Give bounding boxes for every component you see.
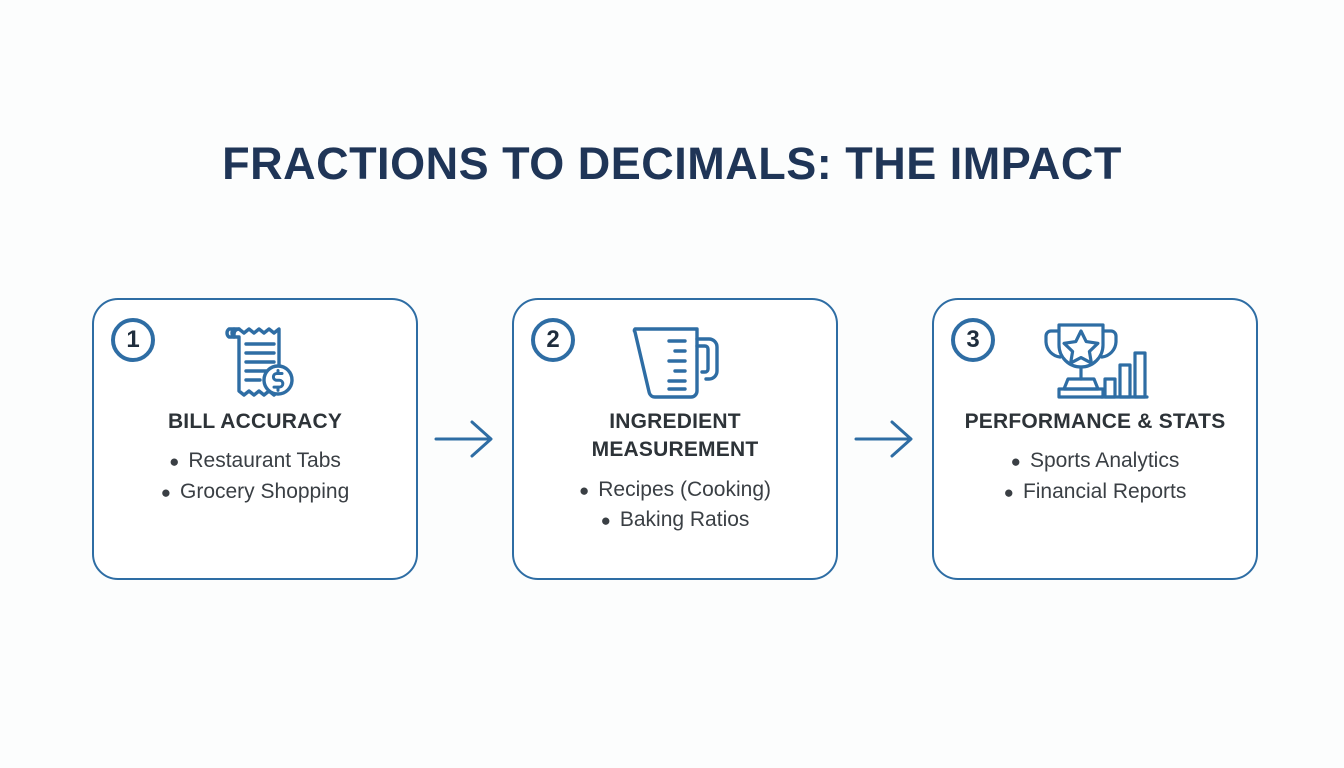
list-item: ● Sports Analytics bbox=[1011, 446, 1180, 476]
list-item-label: Restaurant Tabs bbox=[188, 449, 341, 473]
process-flow: 1 BILL ACCURACY bbox=[92, 298, 1258, 580]
step-bullets-1: ● Restaurant Tabs ● Grocery Shopping bbox=[94, 446, 416, 507]
list-item: ● Recipes (Cooking) bbox=[579, 475, 771, 505]
list-item-label: Baking Ratios bbox=[619, 508, 750, 532]
step-card-1[interactable]: 1 BILL ACCURACY bbox=[92, 298, 418, 580]
step-number-badge-2: 2 bbox=[531, 318, 575, 362]
measuring-cup-icon bbox=[632, 327, 719, 399]
step-bullets-2: ● Recipes (Cooking) ● Baking Ratios bbox=[514, 475, 836, 536]
bullet-dot-icon: ● bbox=[160, 482, 171, 502]
list-item: ● Grocery Shopping bbox=[161, 477, 350, 507]
list-item: ● Baking Ratios bbox=[601, 505, 750, 535]
list-item-label: Recipes (Cooking) bbox=[598, 477, 772, 501]
bullet-dot-icon: ● bbox=[1003, 482, 1014, 502]
arrow-step-1-to-2 bbox=[418, 417, 512, 461]
receipt-dollar-icon bbox=[225, 327, 294, 397]
step-card-3[interactable]: 3 bbox=[932, 298, 1258, 580]
trophy-bar-chart-icon bbox=[1044, 323, 1149, 399]
bullet-dot-icon: ● bbox=[169, 452, 180, 472]
list-item: ● Financial Reports bbox=[1004, 477, 1187, 507]
step-card-2[interactable]: 2 INGREDIENT MEASUREMENT ● bbox=[512, 298, 838, 580]
list-item: ● Restaurant Tabs bbox=[169, 446, 341, 476]
arrow-step-2-to-3 bbox=[838, 417, 932, 461]
list-item-label: Financial Reports bbox=[1022, 479, 1187, 503]
step-bullets-3: ● Sports Analytics ● Financial Reports bbox=[934, 446, 1256, 507]
step-icon-1 bbox=[94, 300, 416, 408]
step-title-2: INGREDIENT MEASUREMENT bbox=[591, 410, 759, 462]
step-icon-2 bbox=[514, 300, 836, 408]
step-number-badge-1: 1 bbox=[111, 318, 155, 362]
right-arrow-icon bbox=[434, 420, 493, 458]
list-item-label: Sports Analytics bbox=[1029, 449, 1180, 473]
bullet-dot-icon: ● bbox=[1010, 452, 1021, 472]
step-title-1: BILL ACCURACY bbox=[167, 410, 343, 433]
bullet-dot-icon: ● bbox=[600, 511, 611, 531]
step-icon-3 bbox=[934, 300, 1256, 408]
right-arrow-icon bbox=[854, 420, 913, 458]
step-number-badge-3: 3 bbox=[951, 318, 995, 362]
bullet-dot-icon: ● bbox=[578, 480, 590, 500]
page-title: FRACTIONS TO DECIMALS: THE IMPACT bbox=[222, 138, 1122, 189]
step-title-3: PERFORMANCE & STATS bbox=[964, 410, 1226, 433]
list-item-label: Grocery Shopping bbox=[180, 479, 350, 503]
